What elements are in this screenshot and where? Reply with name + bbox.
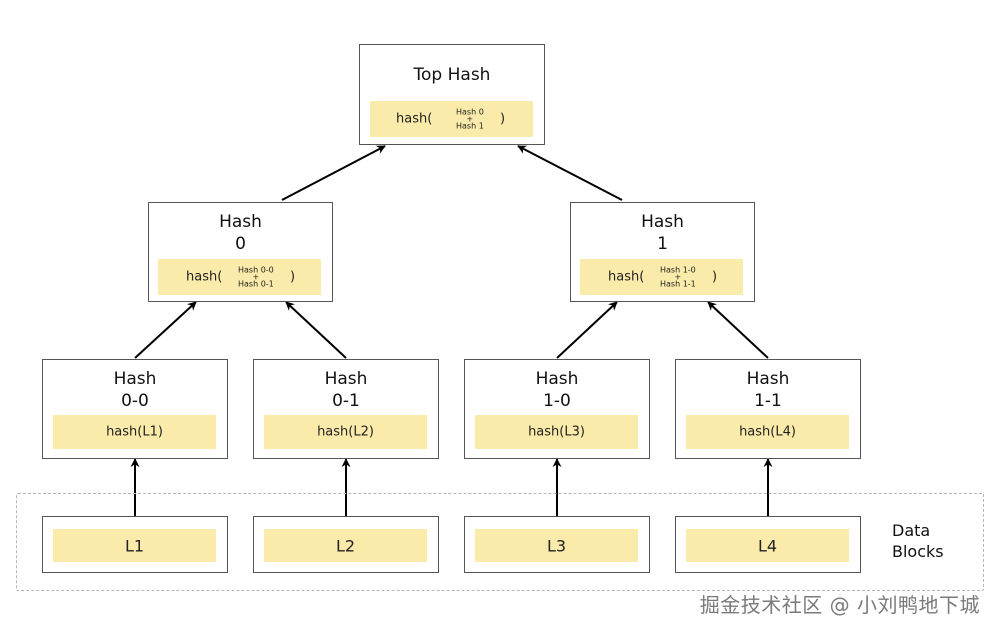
hash-1-1-title: Hash 1-1 bbox=[746, 369, 790, 411]
formula-fn: hash( bbox=[396, 111, 433, 127]
hash-1-1-formula: hash(L4) bbox=[686, 415, 849, 449]
hash-1-title: Hash 1 bbox=[641, 212, 684, 254]
formula-fn: hash( bbox=[608, 269, 645, 285]
top-hash-node: Top Hash hash( Hash 0 + Hash 1 ) bbox=[359, 44, 545, 145]
leaf-l3-node: L3 bbox=[464, 516, 650, 573]
leaf-l1-node: L1 bbox=[42, 516, 228, 573]
edge-hash-1-1-to-hash-1 bbox=[707, 301, 769, 359]
top-hash-title: Top Hash bbox=[413, 65, 491, 85]
hash-1-node: Hash 1 hash( Hash 1-0 + Hash 1-1 ) bbox=[570, 202, 755, 302]
formula-args: Hash 1-0 + Hash 1-1 bbox=[660, 265, 696, 289]
leaf-l2-label: L2 bbox=[264, 529, 427, 562]
leaf-l4-node: L4 bbox=[675, 516, 861, 573]
formula-close: ) bbox=[290, 269, 296, 285]
edge-hash-1-to-top bbox=[517, 145, 623, 201]
hash-0-title: Hash 0 bbox=[219, 212, 262, 254]
hash-0-1-title: Hash 0-1 bbox=[324, 369, 368, 411]
formula-close: ) bbox=[712, 269, 718, 285]
edge-hash-0-1-to-hash-0 bbox=[285, 301, 347, 359]
formula-args: Hash 0-0 + Hash 0-1 bbox=[238, 265, 274, 289]
watermark: 掘金技术社区 @ 小刘鸭地下城 bbox=[699, 593, 980, 617]
hash-0-1-node: Hash 0-1 hash(L2) bbox=[253, 359, 439, 459]
formula-fn: hash( bbox=[186, 269, 223, 285]
hash-1-0-title: Hash 1-0 bbox=[535, 369, 579, 411]
hash-0-node: Hash 0 hash( Hash 0-0 + Hash 0-1 ) bbox=[148, 202, 333, 302]
hash-0-formula: hash( Hash 0-0 + Hash 0-1 ) bbox=[158, 259, 321, 295]
edge-hash-0-0-to-hash-0 bbox=[134, 301, 197, 359]
top-hash-formula: hash( Hash 0 + Hash 1 ) bbox=[370, 101, 533, 137]
leaf-l1-label: L1 bbox=[53, 529, 216, 562]
hash-1-0-formula: hash(L3) bbox=[475, 415, 638, 449]
leaf-l3-label: L3 bbox=[475, 529, 638, 562]
data-blocks-region bbox=[16, 493, 984, 591]
hash-1-0-node: Hash 1-0 hash(L3) bbox=[464, 359, 650, 459]
leaf-l2-node: L2 bbox=[253, 516, 439, 573]
formula-args: Hash 0 + Hash 1 bbox=[456, 107, 484, 131]
hash-0-1-formula: hash(L2) bbox=[264, 415, 427, 449]
leaf-l4-label: L4 bbox=[686, 529, 849, 562]
edge-hash-1-0-to-hash-1 bbox=[556, 301, 618, 359]
formula-close: ) bbox=[500, 111, 506, 127]
hash-0-0-formula: hash(L1) bbox=[53, 415, 216, 449]
data-blocks-label: Data Blocks bbox=[892, 521, 944, 561]
hash-1-1-node: Hash 1-1 hash(L4) bbox=[675, 359, 861, 459]
edge-hash-0-to-top bbox=[281, 145, 386, 201]
hash-1-formula: hash( Hash 1-0 + Hash 1-1 ) bbox=[580, 259, 743, 295]
hash-0-0-node: Hash 0-0 hash(L1) bbox=[42, 359, 228, 459]
hash-0-0-title: Hash 0-0 bbox=[113, 369, 157, 411]
